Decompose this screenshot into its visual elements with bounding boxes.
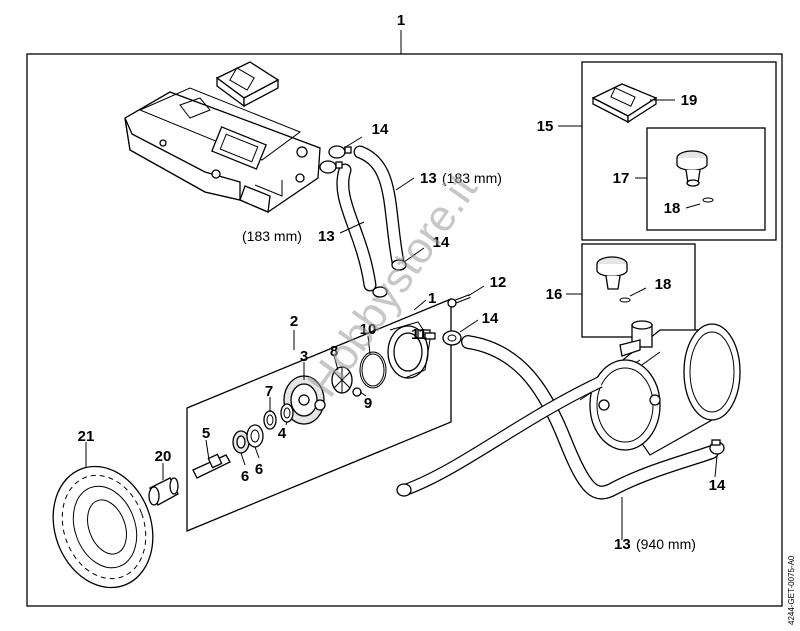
washer-7 xyxy=(263,410,277,430)
hose-clamp-14-top xyxy=(319,145,352,174)
label-6b: 6 xyxy=(255,461,263,478)
label-17: 17 xyxy=(613,170,630,187)
label-1b: 1 xyxy=(428,290,436,307)
screw-12 xyxy=(447,294,471,308)
cap-16 xyxy=(596,256,631,303)
label-15: 15 xyxy=(537,118,554,135)
label-13b: 13 xyxy=(318,228,335,245)
hose-clamp-14-pump xyxy=(442,330,462,346)
label-14a: 14 xyxy=(372,121,389,138)
kit-15-frame xyxy=(581,61,777,241)
label-10: 10 xyxy=(360,321,377,338)
label-8: 8 xyxy=(330,343,338,360)
hose-13-short-b xyxy=(353,145,405,269)
screw-9 xyxy=(352,387,362,397)
label-13a-length: (183 mm) xyxy=(442,170,502,186)
cap-17 xyxy=(676,150,714,203)
label-13a: 13 xyxy=(420,170,437,187)
main-frame xyxy=(26,53,783,607)
label-14d: 14 xyxy=(709,477,726,494)
pump-kit-frame xyxy=(186,298,452,532)
pump-housing-11 xyxy=(387,321,436,379)
seal-6b xyxy=(246,424,264,448)
label-18b: 18 xyxy=(655,276,672,293)
housing-lid xyxy=(215,61,280,108)
label-1: 1 xyxy=(397,12,405,29)
impeller-8 xyxy=(331,366,353,394)
label-11: 11 xyxy=(411,326,427,343)
machine-housing xyxy=(124,87,321,213)
hose-clamp-14-mid xyxy=(372,259,407,298)
label-4: 4 xyxy=(278,425,287,442)
bearing-4 xyxy=(280,403,294,423)
label-12: 12 xyxy=(490,274,507,291)
label-21: 21 xyxy=(78,428,95,445)
guard-ring-21 xyxy=(52,465,154,589)
kit-17-frame xyxy=(646,127,766,231)
label-20: 20 xyxy=(155,448,172,465)
coupling-20 xyxy=(148,477,179,506)
document-code: 4244-GET-0075-A0 xyxy=(787,555,796,625)
label-13c-length: (940 mm) xyxy=(636,536,696,552)
label-13b-length: (183 mm) xyxy=(242,228,302,244)
shaft-5 xyxy=(192,453,231,479)
label-14b: 14 xyxy=(433,234,450,251)
label-6a: 6 xyxy=(241,468,249,485)
leader-lines xyxy=(85,99,718,540)
label-5: 5 xyxy=(202,425,210,442)
label-16: 16 xyxy=(546,286,563,303)
o-ring-10 xyxy=(359,351,387,389)
label-9: 9 xyxy=(364,395,372,412)
hose-clamp-14-tank xyxy=(709,439,725,455)
label-19: 19 xyxy=(681,92,698,109)
label-13c: 13 xyxy=(614,536,631,553)
label-14c: 14 xyxy=(482,310,499,327)
cover-19 xyxy=(591,83,658,124)
label-18a: 18 xyxy=(664,200,681,217)
hose-13-long xyxy=(461,335,719,500)
label-7: 7 xyxy=(265,383,273,400)
hose-13-short-a xyxy=(336,163,377,292)
water-tank xyxy=(396,320,741,497)
label-3: 3 xyxy=(300,348,308,365)
label-2: 2 xyxy=(290,313,298,330)
